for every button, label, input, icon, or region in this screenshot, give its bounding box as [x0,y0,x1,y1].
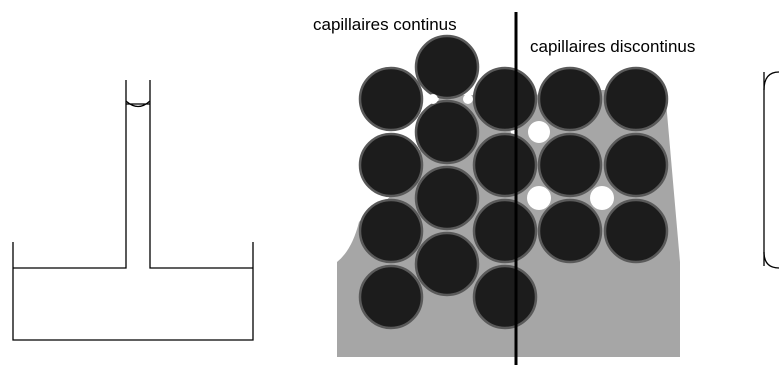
air-pore [528,121,550,143]
label-discontinuous-capillaries: capillaires discontinus [530,37,695,56]
soil-grain [472,132,538,198]
reservoir [12,242,254,341]
soil-grain [537,66,603,132]
soil-grain [414,34,480,100]
right-tube-top-meniscus [763,71,779,91]
soil-grain [414,165,480,231]
soil-grain [537,132,603,198]
water-level-line [13,80,253,269]
grain-group [358,34,669,330]
soil-grain [603,198,669,264]
air-pore-group [428,94,614,210]
soil-grains-diagram [337,12,680,365]
soil-grain [414,99,480,165]
meniscus [125,100,151,108]
right-tube-bottom-meniscus [763,251,779,269]
soil-grain [472,198,538,264]
label-continuous-capillaries: capillaires continus [313,15,457,34]
capillary-tube-diagram [12,80,254,341]
soil-grain [603,132,669,198]
air-pore [590,186,614,210]
air-pore [463,94,473,104]
soil-grain [414,231,480,297]
air-pore [428,94,438,104]
right-tube-partial [763,71,779,269]
soil-grain [472,264,538,330]
soil-grain [358,66,424,132]
soil-grain [603,66,669,132]
soil-grain [358,132,424,198]
soil-grain [358,198,424,264]
soil-grain [537,198,603,264]
soil-grain [472,66,538,132]
air-pore [527,186,551,210]
soil-grain [358,264,424,330]
